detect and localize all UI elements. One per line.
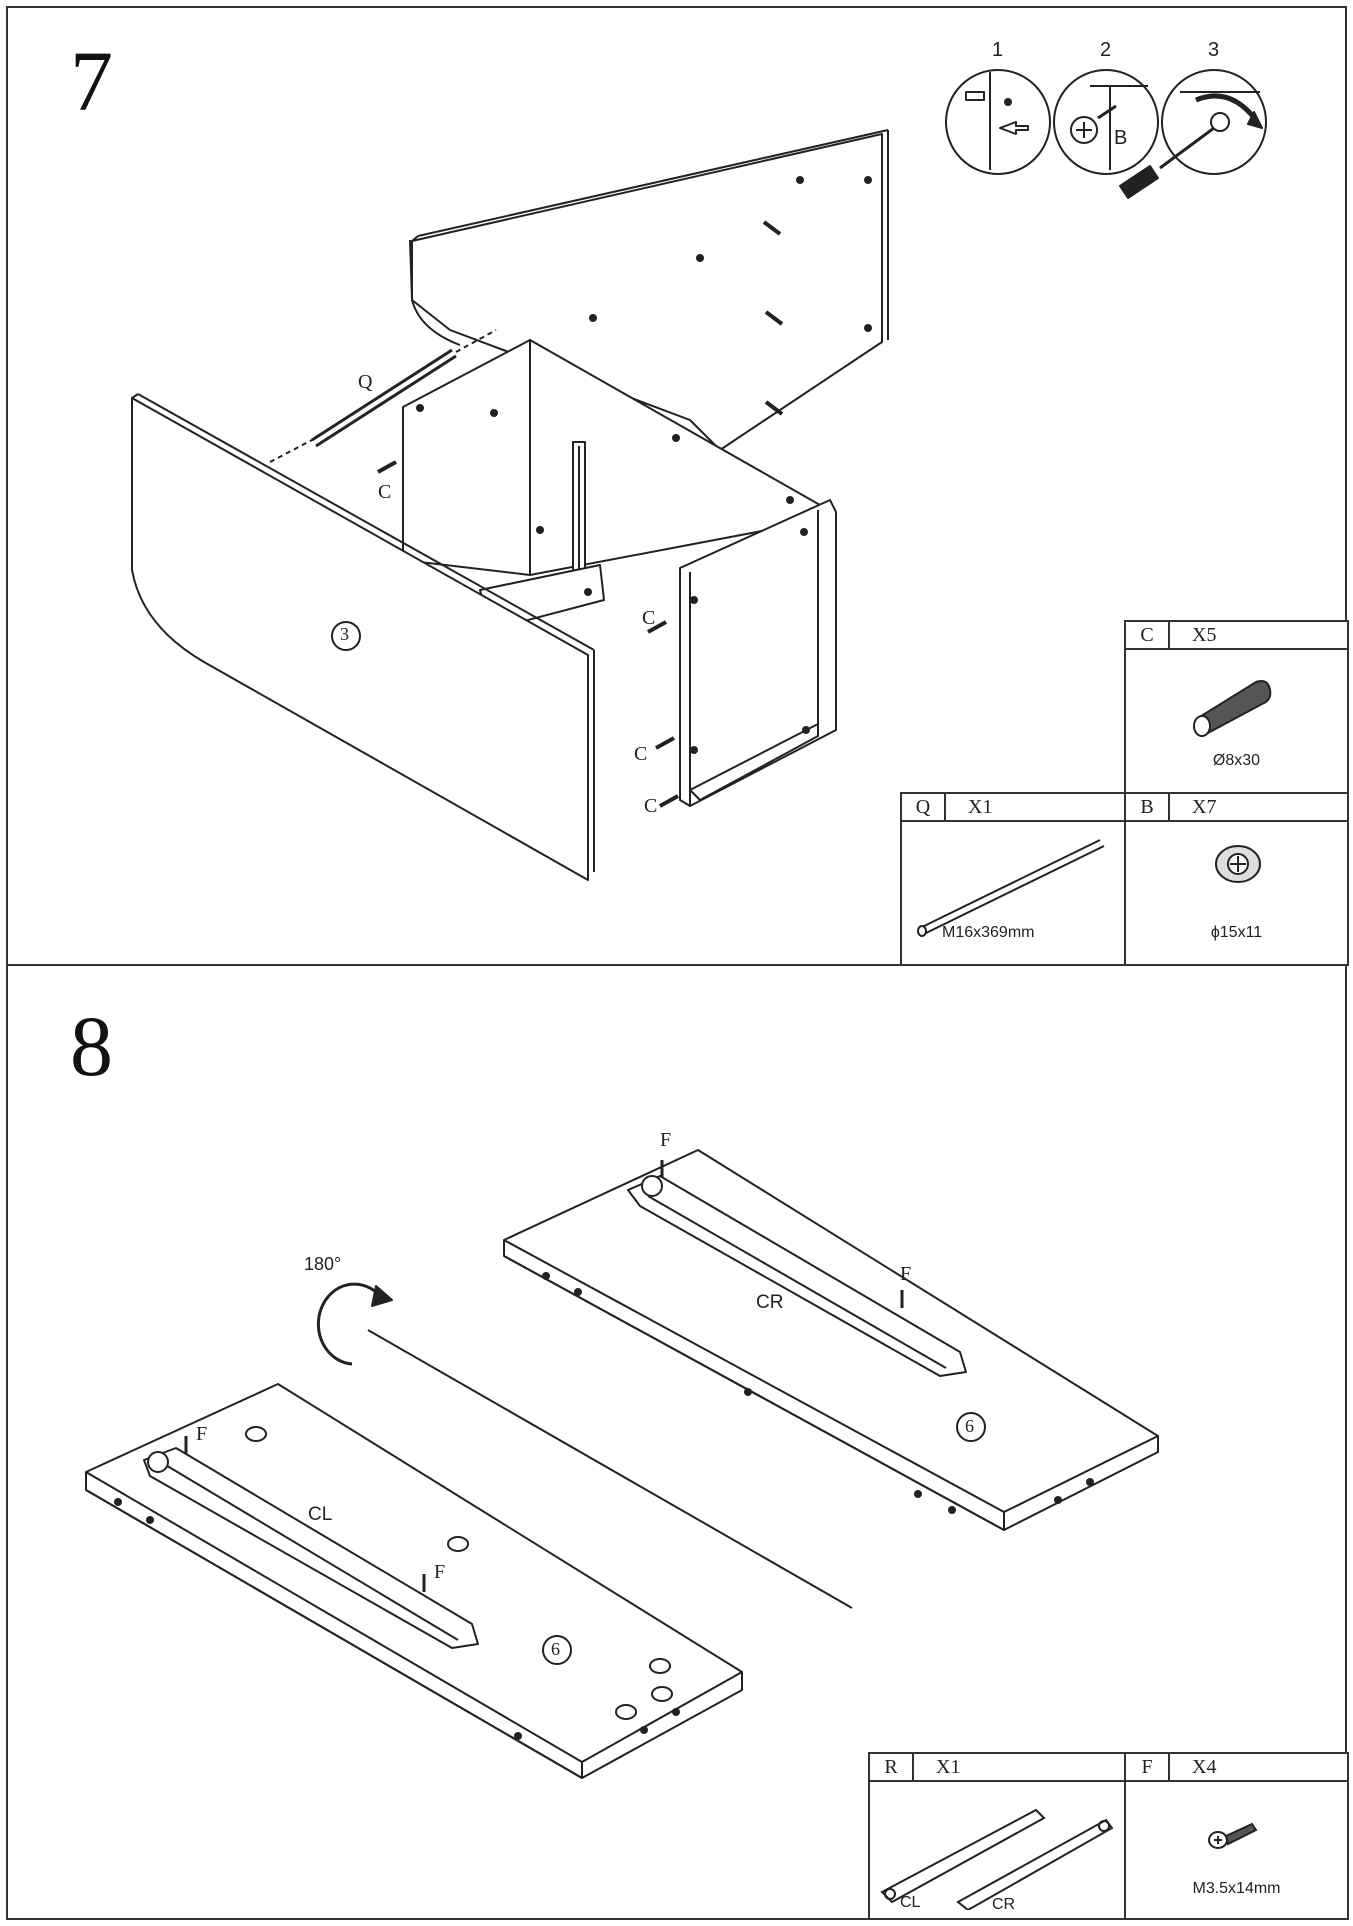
part-f-box: F X4 M3.5x14mm <box>1124 1752 1349 1920</box>
rod-icon <box>917 839 1105 937</box>
drawer-rail-icon <box>880 1808 1114 1910</box>
part-qty: X1 <box>968 796 993 818</box>
rod-q-label: Q <box>358 371 373 393</box>
dowel-icon <box>1192 680 1272 737</box>
screw-f-label-4: F <box>434 1561 445 1583</box>
part-qty: X4 <box>1192 1756 1217 1778</box>
back-panel <box>411 133 883 451</box>
part-code: F <box>1126 1754 1170 1780</box>
inset-number-3: 3 <box>1208 39 1219 61</box>
part-qty: X5 <box>1192 624 1217 646</box>
screw-f-label-3: F <box>196 1423 207 1445</box>
board-6-right <box>503 1149 1159 1531</box>
board-6-left <box>85 1383 743 1779</box>
step-number-7: 7 <box>70 33 113 129</box>
panel-6-label-left: 6 <box>551 1639 560 1659</box>
panel-6-label-right: 6 <box>965 1416 974 1436</box>
part-code: Q <box>902 794 946 820</box>
part-spec: M3.5x14mm <box>1192 1880 1281 1897</box>
screw-f-label-2: F <box>900 1263 911 1285</box>
screw-f-label-1: F <box>660 1129 671 1151</box>
part-spec: Ø8x30 <box>1212 752 1261 769</box>
inset-circle-2 <box>1053 69 1159 175</box>
part-qty: X7 <box>1192 796 1217 818</box>
part-spec: ϕ15x11 <box>1210 924 1263 941</box>
rail-cr-spec: CR <box>992 1896 1016 1913</box>
right-side-panel <box>679 499 837 807</box>
dowel-c-label-1: C <box>378 481 391 503</box>
part-r-box: R X1 CL CR <box>868 1752 1126 1920</box>
part-spec: M16x369mm <box>942 924 1035 941</box>
rail-cr <box>627 1175 967 1377</box>
part-code: R <box>870 1754 914 1780</box>
panel-3-label: 3 <box>340 624 349 644</box>
rail-cr-label: CR <box>756 1292 783 1313</box>
inset-number-1: 1 <box>992 39 1003 61</box>
inset-cam-letter: B <box>1114 127 1127 149</box>
part-code: B <box>1126 794 1170 820</box>
rail-cl <box>143 1447 479 1649</box>
part-c-box: C X5 Ø8x30 <box>1124 620 1349 794</box>
part-qty: X1 <box>936 1756 961 1778</box>
dowel-c-label-2: C <box>642 607 655 629</box>
part-code: C <box>1126 622 1170 648</box>
rail-cl-label: CL <box>308 1504 332 1525</box>
rotation-label: 180° <box>304 1254 341 1274</box>
dowel-c-label-4: C <box>644 795 657 817</box>
inset-circle-1 <box>945 69 1051 175</box>
inset-number-2: 2 <box>1100 39 1111 61</box>
screw-icon <box>1208 1822 1258 1849</box>
dowel-c-label-3: C <box>634 743 647 765</box>
part-b-box: B X7 ϕ15x11 <box>1124 792 1349 966</box>
cam-lock-icon <box>1215 845 1261 883</box>
rail-cl-spec: CL <box>900 1894 921 1911</box>
step-number-8: 8 <box>70 998 113 1094</box>
part-q-box: Q X1 M16x369mm <box>900 792 1126 966</box>
